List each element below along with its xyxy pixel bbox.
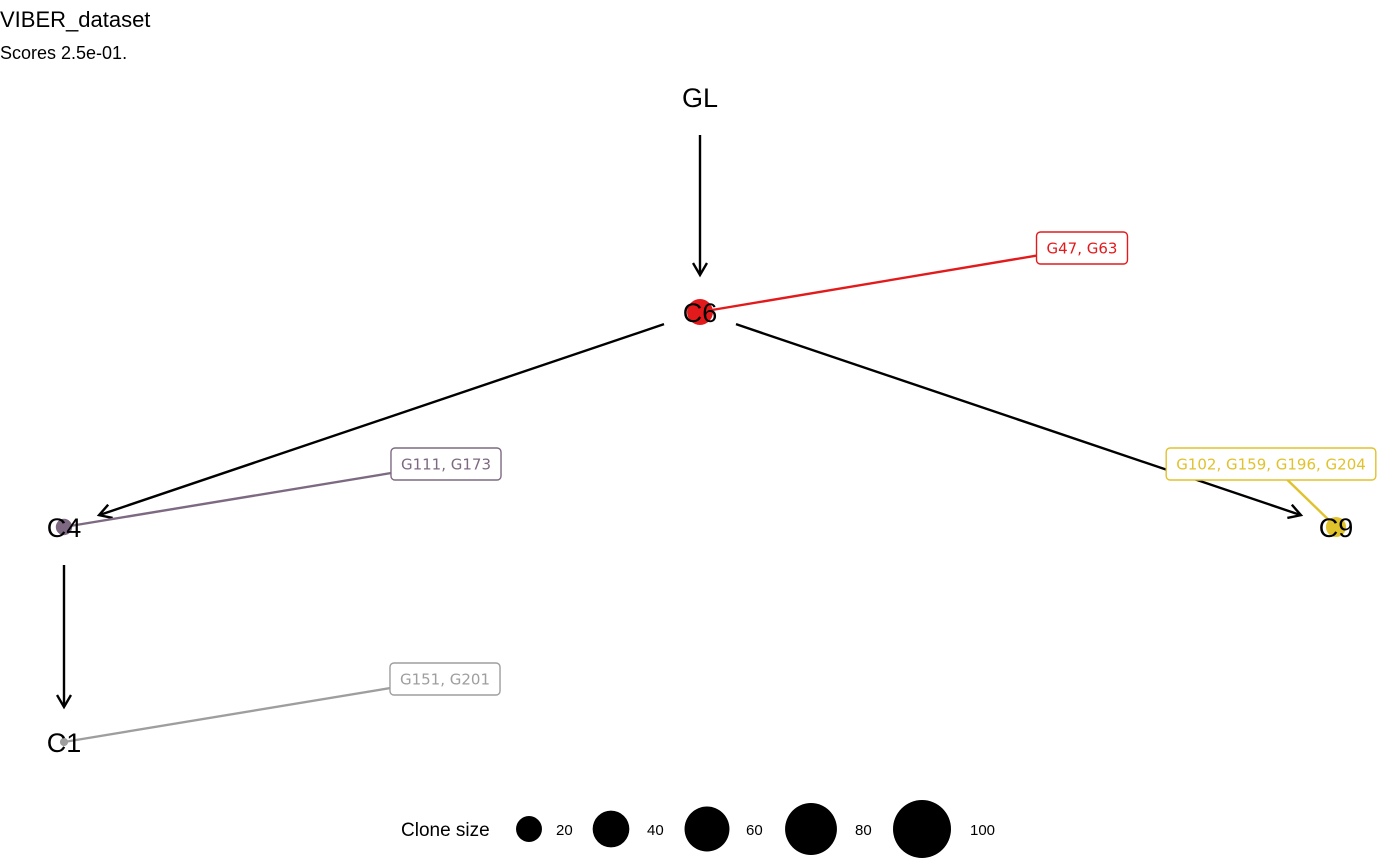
legend-size-circle-80 <box>785 803 837 855</box>
gene-label-c6: G47, G63 <box>1035 231 1129 265</box>
gene-label-c1: G151, G201 <box>389 662 501 696</box>
gene-label-c9: G102, G159, G196, G204 <box>1165 447 1377 481</box>
plot-subtitle: Scores 2.5e-01. <box>0 43 128 63</box>
legend: Clone size 20 40 60 80 100 <box>401 800 995 858</box>
node-c4: C4 <box>47 513 82 543</box>
legend-size-circle-20 <box>516 816 542 842</box>
legend-size-label-20: 20 <box>556 822 573 839</box>
gene-connector-c1 <box>63 677 446 744</box>
gene-connector-c6 <box>699 246 1083 314</box>
node-label-c1: C1 <box>47 728 82 758</box>
gene-label-box <box>389 662 501 696</box>
node-c9: C9 <box>1319 513 1354 543</box>
node-label-gl: GL <box>682 83 718 113</box>
edge-c6-c4 <box>100 323 665 515</box>
legend-size-circle-40 <box>592 810 630 848</box>
tree-edges <box>64 135 1300 706</box>
plot-title: VIBER_dataset <box>0 7 151 32</box>
legend-size-circle-100 <box>893 800 951 858</box>
legend-title: Clone size <box>401 820 490 841</box>
gene-label-text: G102, G159, G196, G204 <box>1176 456 1366 474</box>
gene-label-text: G151, G201 <box>400 671 490 689</box>
gene-label-box <box>1035 231 1129 265</box>
gene-label-text: G111, G173 <box>401 456 491 474</box>
node-gl: GL <box>682 83 718 113</box>
gene-label-text: G47, G63 <box>1047 240 1118 258</box>
gene-label-box <box>390 447 502 481</box>
legend-size-label-60: 60 <box>746 822 763 839</box>
edge-c6-c9 <box>735 323 1300 515</box>
node-c1: C1 <box>47 728 82 758</box>
gene-label-box <box>1165 447 1377 481</box>
gene-connector-c4 <box>63 462 447 529</box>
node-label-c6: C6 <box>683 298 718 328</box>
node-label-c9: C9 <box>1319 513 1354 543</box>
legend-size-label-40: 40 <box>647 822 664 839</box>
node-label-c4: C4 <box>47 513 82 543</box>
legend-size-label-80: 80 <box>855 822 872 839</box>
node-circle-c6 <box>687 299 713 325</box>
node-circle-c1 <box>59 737 69 747</box>
gene-label-connectors <box>63 246 1337 744</box>
node-c6: C6 <box>683 298 718 328</box>
node-circle-c4 <box>55 518 73 536</box>
gene-label-c4: G111, G173 <box>390 447 502 481</box>
legend-size-circle-60 <box>684 806 730 852</box>
node-circle-c9 <box>1325 516 1347 538</box>
legend-size-label-100: 100 <box>970 822 995 839</box>
